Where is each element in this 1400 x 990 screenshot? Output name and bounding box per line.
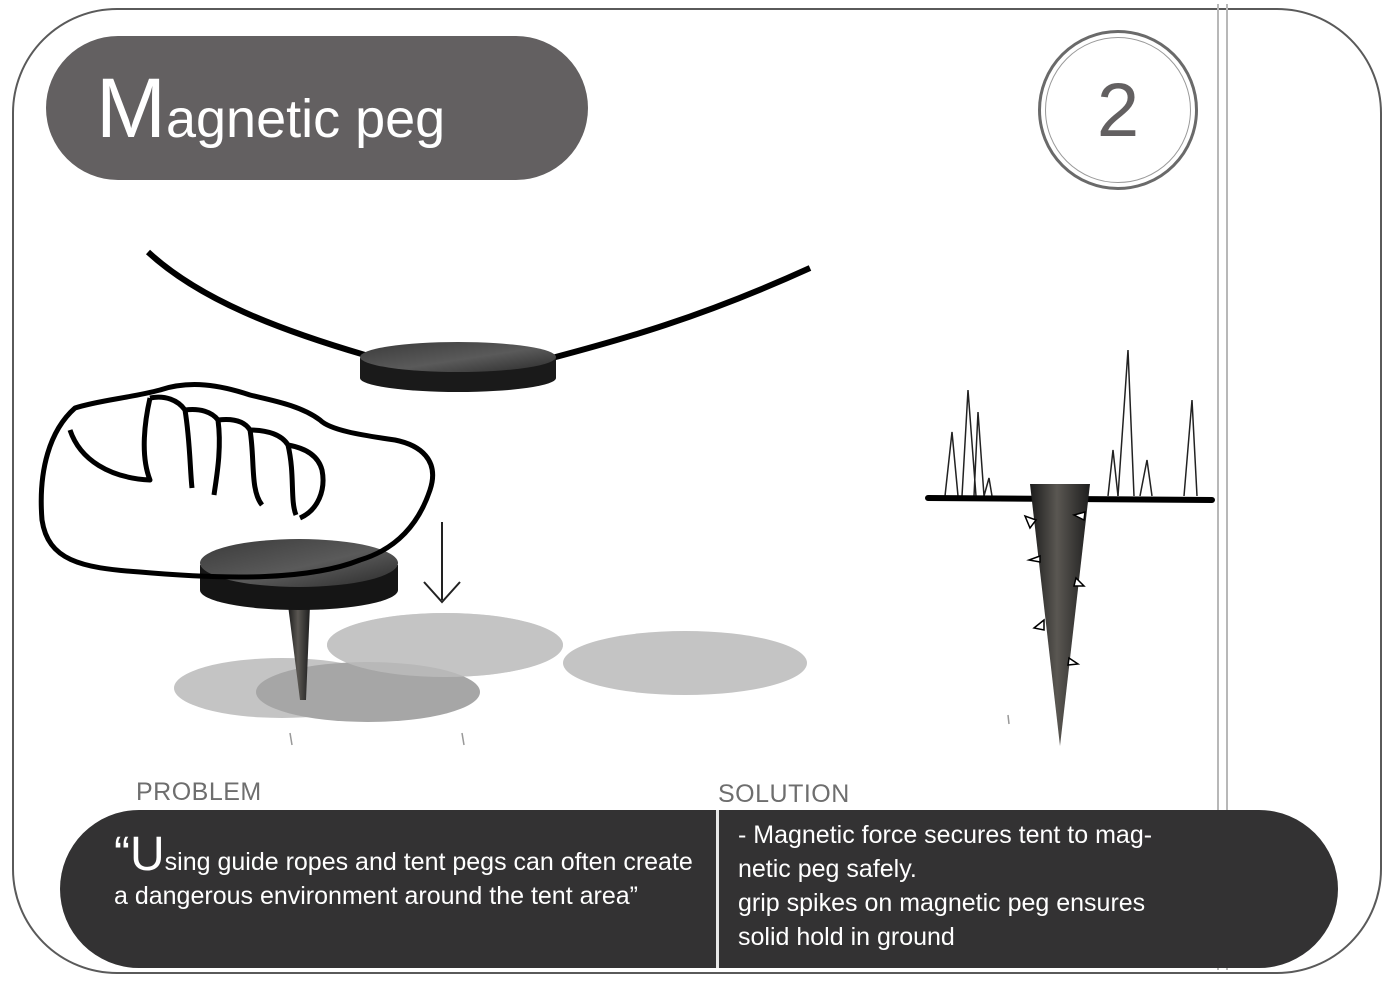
panel-divider	[716, 810, 719, 968]
upper-magnet-disc	[360, 342, 556, 392]
solution-line: grip spikes on magnetic peg ensures	[738, 889, 1146, 917]
grip-spikes	[1023, 510, 1086, 666]
solution-text: - Magnetic force secures tent to mag- ne…	[738, 818, 1218, 954]
step-badge: 2	[1038, 30, 1198, 190]
step-number: 2	[1045, 37, 1191, 183]
side-rule-right	[1226, 4, 1228, 970]
solution-line: - Magnetic force secures tent to mag-	[738, 821, 1153, 849]
ground-shadows	[174, 613, 807, 722]
solution-line: netic peg safely.	[738, 855, 917, 883]
problem-quote: “Using guide ropes and tent pegs can oft…	[114, 831, 704, 913]
solution-label: SOLUTION	[718, 780, 850, 808]
illustration	[38, 249, 1215, 746]
tent-rope	[145, 249, 812, 361]
quote-body: sing guide ropes and tent pegs can often…	[114, 848, 693, 910]
solution-line: solid hold in ground	[738, 923, 955, 951]
quote-initial: “U	[114, 828, 165, 881]
card-frame	[12, 8, 1382, 974]
side-rule-left	[1217, 4, 1219, 970]
cross-section-peg	[1030, 484, 1090, 746]
page-title: Magnetic peg	[96, 60, 445, 157]
down-arrow-icon	[423, 522, 461, 604]
title-initial: M	[96, 60, 166, 155]
grass-spikes	[944, 349, 1198, 497]
problem-label: PROBLEM	[136, 778, 262, 806]
title-rest: agnetic peg	[165, 88, 446, 149]
title-banner: Magnetic peg	[46, 36, 588, 180]
hand-outline	[38, 382, 436, 580]
info-panel: “Using guide ropes and tent pegs can oft…	[60, 810, 1338, 968]
ground-ticks	[289, 714, 1010, 746]
